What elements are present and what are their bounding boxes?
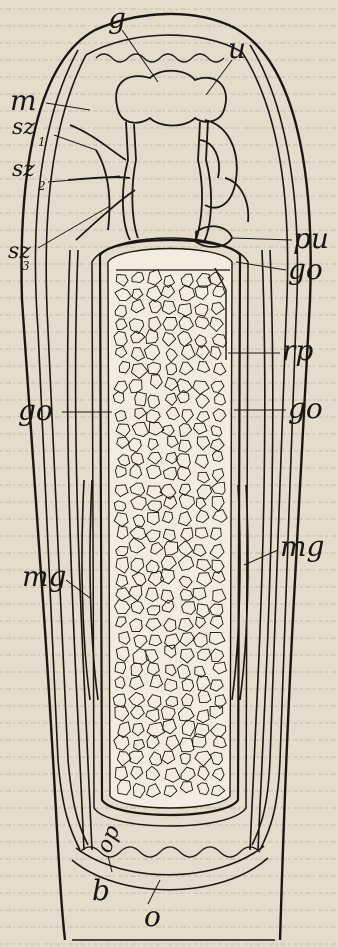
label-pu: pu [293, 222, 329, 255]
label-sz2-sub: 2 [37, 179, 46, 193]
label-sz1-sub: 1 [38, 135, 46, 149]
label-g: g [108, 2, 126, 35]
gut-sac [92, 238, 248, 826]
label-sz3-sub: 3 [22, 259, 30, 273]
label-mg-right: mg [280, 530, 324, 563]
label-mg-left: mg [22, 560, 66, 593]
label-sz2: sz [12, 157, 35, 182]
label-u: u [228, 32, 246, 65]
label-go-right: go [288, 392, 323, 425]
label-m: m [10, 84, 37, 117]
label-b: b [92, 874, 110, 907]
label-o: o [144, 900, 161, 933]
label-go-left: go [18, 394, 53, 427]
label-go-upper: go [288, 253, 323, 286]
label-rp: rp [282, 334, 313, 367]
label-sz1: sz [12, 115, 35, 140]
